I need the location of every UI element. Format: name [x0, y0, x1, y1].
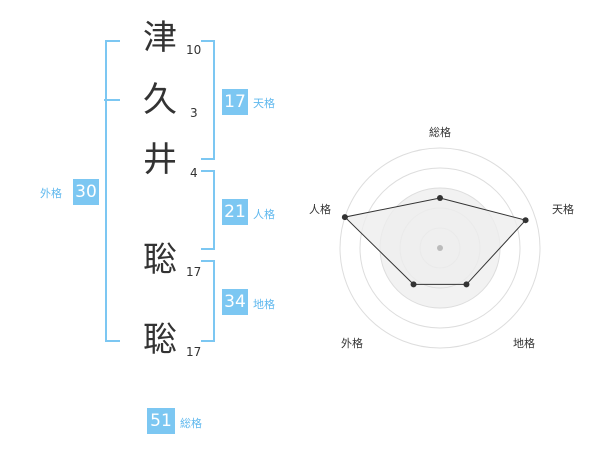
radar-center-dot	[437, 245, 443, 251]
radar-axis-label-soukaku: 総格	[429, 126, 451, 139]
tenkaku-bracket	[201, 40, 215, 160]
chikaku-bracket	[201, 260, 215, 342]
radar-point	[437, 195, 443, 201]
name-char-3: 井	[143, 140, 177, 180]
chikaku-label: 地格	[253, 298, 275, 311]
radar-axis-label-jinkaku: 人格	[309, 203, 331, 216]
name-char-1: 津	[143, 18, 177, 58]
radar-point	[522, 217, 529, 224]
radar-point	[463, 281, 470, 288]
tenkaku-value: 17	[222, 89, 248, 115]
radar-axis-label-chikaku: 地格	[513, 337, 535, 350]
name-char-2-strokes: 3	[190, 106, 198, 120]
radar-point	[410, 281, 417, 288]
name-char-5-strokes: 17	[186, 345, 202, 359]
name-char-4-strokes: 17	[186, 265, 202, 279]
name-char-1-strokes: 10	[186, 43, 202, 57]
name-char-5: 聡	[143, 320, 177, 360]
tenkaku-label: 天格	[253, 97, 275, 110]
gaikaku-tick	[104, 99, 120, 101]
radar-polygon	[343, 197, 527, 285]
gaikaku-value: 30	[73, 179, 99, 205]
name-char-3-strokes: 4	[190, 166, 198, 180]
chikaku-value: 34	[222, 289, 248, 315]
name-char-2: 久	[143, 80, 177, 120]
radar-axis-label-gaikaku: 外格	[341, 337, 363, 350]
gaikaku-label: 外格	[40, 187, 62, 200]
radar-point	[341, 214, 348, 221]
radar-axis-label-tenkaku: 天格	[552, 203, 574, 216]
gaikaku-bracket	[105, 40, 120, 342]
name-char-4: 聡	[143, 240, 177, 280]
jinkaku-label: 人格	[253, 208, 275, 221]
jinkaku-value: 21	[222, 199, 248, 225]
soukaku-value: 51	[147, 408, 175, 434]
soukaku-label: 総格	[180, 417, 202, 430]
jinkaku-bracket	[201, 170, 215, 250]
